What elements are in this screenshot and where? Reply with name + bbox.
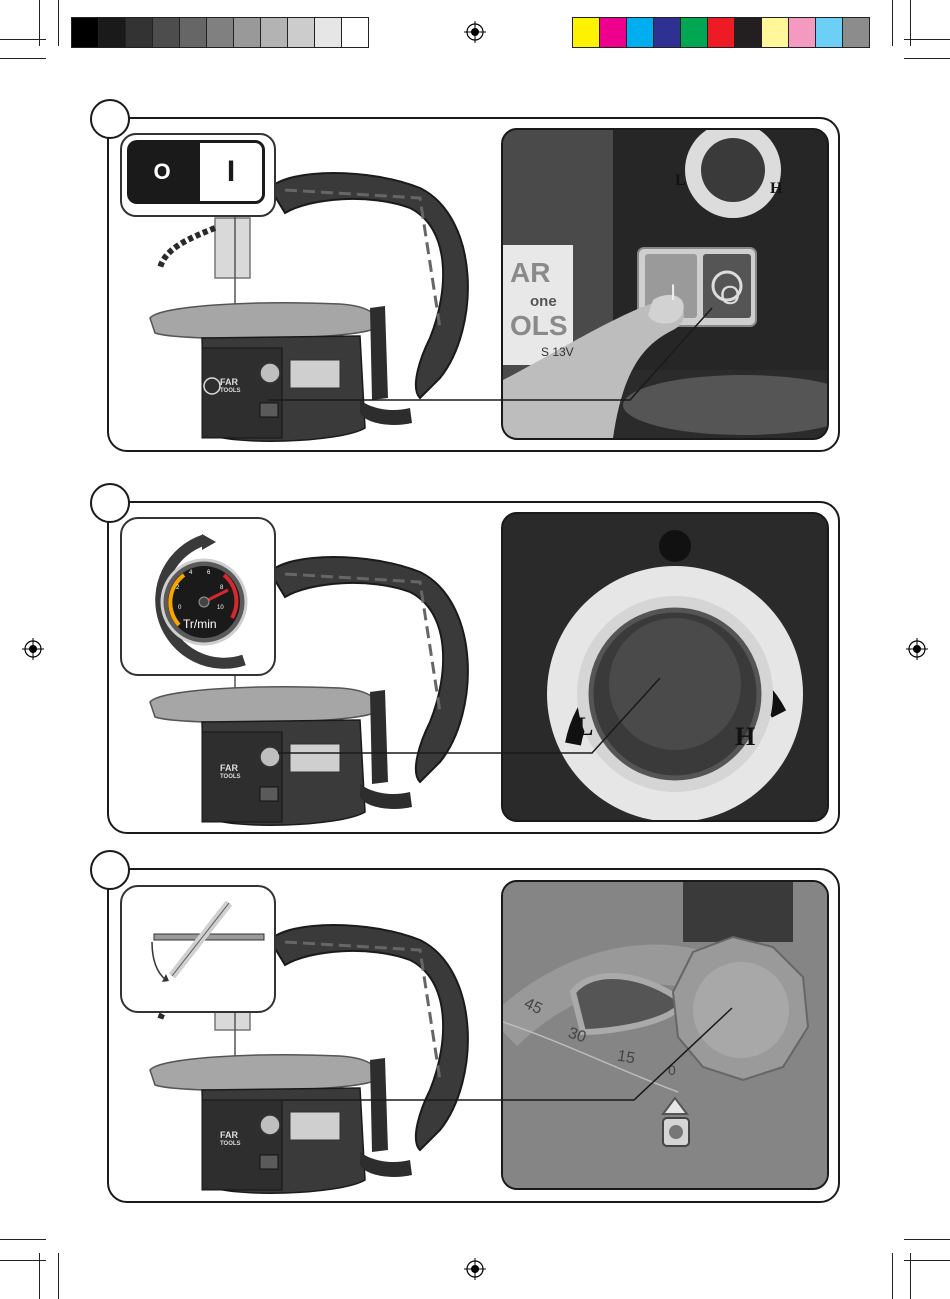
- crop-mark: [39, 0, 40, 46]
- color-swatch: [708, 18, 735, 47]
- crop-mark: [904, 1239, 950, 1240]
- gauge-unit-label: Tr/min: [183, 617, 217, 631]
- cmyk-color-bar: [572, 17, 870, 48]
- color-swatch: [573, 18, 600, 47]
- color-swatch: [315, 18, 342, 47]
- photo-switch-off-label: O: [720, 280, 740, 311]
- crop-mark: [892, 1253, 893, 1299]
- speed-dial-closeup-photo: [501, 512, 829, 822]
- machine-logo-far: FAR: [220, 763, 238, 773]
- crop-mark: [910, 0, 911, 46]
- leader-line: [260, 300, 720, 410]
- color-swatch: [234, 18, 261, 47]
- color-swatch: [789, 18, 816, 47]
- color-swatch: [288, 18, 315, 47]
- color-swatch: [72, 18, 99, 47]
- color-swatch: [342, 18, 368, 47]
- machine-logo-tools: TOOLS: [220, 774, 241, 780]
- crop-mark: [0, 58, 46, 59]
- speed-dial-high-label: H: [735, 722, 755, 752]
- color-swatch: [681, 18, 708, 47]
- switch-on-side: I: [197, 140, 265, 204]
- color-swatch: [207, 18, 234, 47]
- crop-mark: [58, 0, 59, 46]
- switch-on-label: I: [227, 155, 235, 189]
- brand-text-far: AR: [510, 257, 550, 289]
- color-swatch: [843, 18, 869, 47]
- speed-dial-high-label: H: [770, 180, 782, 198]
- registration-mark-icon: [464, 1258, 486, 1280]
- table-tilt-icon: [124, 888, 272, 1006]
- switch-off-label: O: [153, 159, 170, 185]
- gauge-tick-10: 10: [217, 605, 224, 611]
- speed-dial-low-label: L: [675, 172, 686, 190]
- color-swatch: [180, 18, 207, 47]
- speed-gauge-icon: [124, 520, 272, 670]
- crop-mark: [892, 0, 893, 46]
- color-swatch: [99, 18, 126, 47]
- speed-dial-drawing: [503, 514, 827, 820]
- crop-mark: [58, 1253, 59, 1299]
- machine-logo-tools: TOOLS: [220, 388, 241, 394]
- leader-line: [270, 670, 670, 760]
- crop-mark: [904, 58, 950, 59]
- color-swatch: [126, 18, 153, 47]
- color-swatch: [153, 18, 180, 47]
- color-swatch: [654, 18, 681, 47]
- gauge-tick-4: 4: [189, 570, 192, 576]
- crop-mark: [904, 1260, 950, 1261]
- crop-mark: [0, 1239, 46, 1240]
- gauge-tick-8: 8: [220, 585, 223, 591]
- grayscale-color-bar: [71, 17, 369, 48]
- registration-mark-icon: [464, 21, 486, 43]
- registration-mark-icon: [22, 638, 44, 660]
- gauge-tick-6: 6: [207, 570, 210, 576]
- machine-logo-far: FAR: [220, 1130, 238, 1140]
- registration-mark-icon: [906, 638, 928, 660]
- gauge-tick-2: 2: [176, 585, 179, 591]
- gauge-tick-0: 0: [178, 605, 181, 611]
- leader-line: [270, 1000, 740, 1110]
- color-swatch: [816, 18, 843, 47]
- color-swatch: [600, 18, 627, 47]
- crop-mark: [0, 1260, 46, 1261]
- color-swatch: [261, 18, 288, 47]
- color-swatch: [735, 18, 762, 47]
- machine-logo-far: FAR: [220, 377, 238, 387]
- color-swatch: [762, 18, 789, 47]
- color-swatch: [627, 18, 654, 47]
- switch-off-side: O: [127, 140, 197, 204]
- machine-logo-tools: TOOLS: [220, 1141, 241, 1147]
